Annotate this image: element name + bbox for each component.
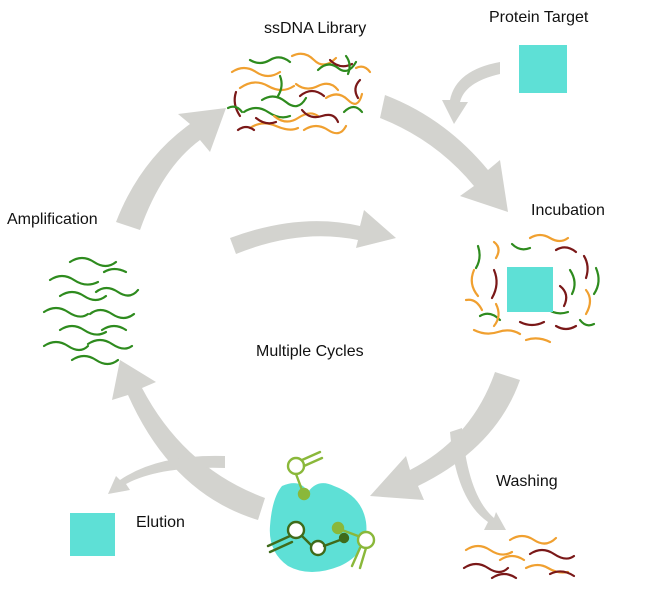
label-multiple-cycles: Multiple Cycles: [256, 343, 364, 360]
cycle-arrows: [108, 62, 520, 530]
label-amplification: Amplification: [7, 211, 98, 228]
arrow-aptamer-to-amplification: [112, 360, 265, 520]
incubation-strands: [464, 233, 600, 344]
arrow-target-to-incubation: [442, 62, 500, 124]
bound-protein-blob: [269, 483, 367, 572]
protein-target-square: [519, 45, 567, 93]
label-ssdna-library: ssDNA Library: [264, 20, 367, 37]
ssdna-library-strands: [226, 52, 372, 135]
label-washing: Washing: [496, 473, 558, 490]
arrow-to-elution: [108, 455, 225, 494]
arrow-incubation-to-aptamer: [370, 372, 520, 500]
aptamer-complex: [266, 450, 376, 572]
label-protein-target: Protein Target: [489, 9, 589, 26]
washed-strands: [462, 534, 576, 580]
arrow-to-washing: [450, 428, 506, 530]
arrow-amplification-to-library: [116, 108, 226, 230]
arrow-library-to-incubation: [380, 95, 508, 212]
arrow-multiple-cycles: [230, 210, 396, 254]
elution-protein-square: [70, 513, 115, 556]
amplification-strands: [42, 256, 140, 366]
label-incubation: Incubation: [531, 202, 605, 219]
incubation-protein-square: [507, 267, 553, 312]
label-elution: Elution: [136, 514, 185, 531]
